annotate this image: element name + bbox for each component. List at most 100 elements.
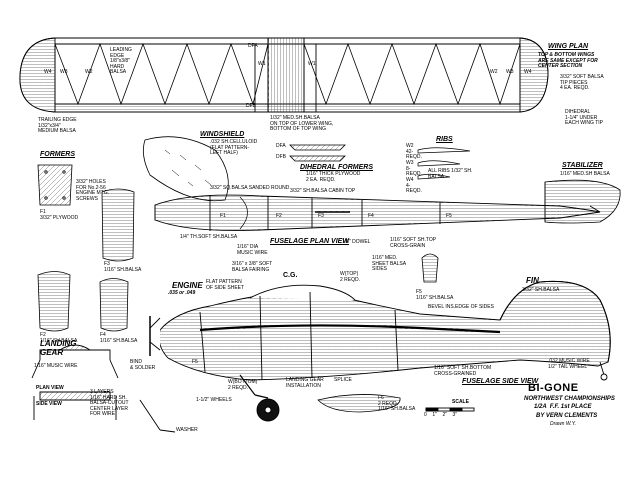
label-dfb-bottom: DFB bbox=[246, 103, 256, 109]
label-bevel: BEVEL INS.EDGE OF SIDES bbox=[428, 304, 494, 310]
label-med-sheet-sides: 1/16" MED. SHEET BALSA SIDES bbox=[372, 255, 407, 272]
label-tip-pieces: 3/32" SOFT BALSA TIP PIECES 4 EA. REQD. bbox=[560, 74, 604, 91]
label-soft-bottom: 1/16" SOFT SH.BOTTOM CROSS-GRAINED bbox=[434, 365, 492, 377]
heading-ribs: RIBS bbox=[436, 136, 453, 143]
heading-formers: FORMERS bbox=[40, 151, 75, 158]
title-drawn: Drawn W.Y. bbox=[550, 421, 577, 427]
rib-w4 bbox=[417, 173, 451, 180]
wing-plan bbox=[19, 37, 549, 113]
rib-w1-right: W1 bbox=[308, 61, 316, 67]
former-f1 bbox=[37, 164, 73, 206]
label-dfa: DFA bbox=[276, 143, 286, 149]
label-f2: F2 1/16" SH.BALSA bbox=[40, 332, 78, 344]
label-dowel: 1/8" DOWEL bbox=[342, 239, 371, 245]
label-fairing: 3/16" x 3/8" SOFT BALSA FAIRING bbox=[232, 261, 273, 273]
rib-w2 bbox=[417, 147, 471, 154]
rib-w4-right: W4 bbox=[524, 69, 532, 75]
fuselage-side-view bbox=[149, 280, 611, 422]
label-lg-music-wire: 1/16" MUSIC WIRE bbox=[34, 363, 78, 369]
label-lg-install: LANDING GEAR INSTALLATION bbox=[286, 377, 324, 389]
former-patterns bbox=[37, 164, 135, 332]
rib-w3-right: W3 bbox=[506, 69, 514, 75]
label-ribs-w4: W4 4- REQD. bbox=[406, 177, 422, 194]
plan-f2: F2 bbox=[276, 213, 282, 219]
wing-note: TOP & BOTTOM WINGS ARE SAME EXCEPT FOR C… bbox=[538, 52, 598, 69]
engine-mount-pattern bbox=[421, 253, 439, 283]
wing-tip-left bbox=[19, 37, 56, 113]
label-f6: F6 2 REQD. 1/16" SH.BALSA bbox=[378, 395, 416, 412]
label-dihedral: DIHEDRAL 1-1/4" UNDER EACH WING TIP bbox=[565, 109, 603, 126]
label-holes-note: 3/32" HOLES FOR No.2-56 ENGINE MTG. SCRE… bbox=[76, 179, 110, 202]
rib-patterns bbox=[417, 147, 471, 180]
label-f6-side: F5 bbox=[192, 359, 198, 365]
plan-f3: F3 bbox=[318, 213, 324, 219]
label-w-bottom: W(BOTTOM) 2 REQD. bbox=[228, 379, 258, 391]
former-f3 bbox=[101, 188, 135, 262]
label-f5: F5 1/16" SH.BALSA bbox=[416, 289, 454, 301]
rib-w3-left: W3 bbox=[60, 69, 68, 75]
former-f2 bbox=[37, 271, 71, 332]
title-author: BY VERN CLEMENTS bbox=[536, 413, 598, 419]
label-music-wire-032: .032 MUSIC WIRE 1/2" TAIL WHEEL bbox=[548, 358, 590, 370]
label-leading-edge: LEADING EDGE 1/8"x3/8" HARD BALSA bbox=[110, 47, 132, 75]
label-fin-note: 3/32" SH.BALSA bbox=[522, 287, 560, 293]
label-sq-balsa: 3/32" SQ.BALSA SANDED ROUND bbox=[210, 185, 290, 191]
ribs-right bbox=[303, 42, 521, 106]
label-f1: F1 3/32" PLYWOOD bbox=[40, 209, 79, 221]
rib-w1-left: W1 bbox=[258, 61, 266, 67]
scale-ticks: 0 1" 2" 3" bbox=[424, 412, 458, 418]
title-name: BI-GONE bbox=[528, 382, 579, 394]
title-line2: 1/2A F.F. 1st PLACE bbox=[534, 404, 592, 410]
engine-size: .035 or .049 bbox=[168, 290, 196, 296]
label-ribs-w3: W3 8- REQD. bbox=[406, 160, 422, 177]
heading-wing-plan: WING PLAN bbox=[548, 43, 589, 50]
label-music-wire-dia: 1/16" DIA MUSIC WIRE bbox=[237, 244, 268, 256]
label-washer: WASHER bbox=[176, 427, 198, 433]
label-dfa-top: DFA bbox=[248, 43, 258, 49]
rib-w2-left: W2 bbox=[85, 69, 93, 75]
label-ribs-w2: W2 42- REQD. bbox=[406, 143, 422, 160]
heading-stabilizer: STABILIZER bbox=[562, 162, 603, 169]
label-soft-sheet: 1/4" TH.SOFT SH.BALSA bbox=[180, 234, 238, 240]
plan-f4: F4 bbox=[368, 213, 374, 219]
dihedral-formers bbox=[289, 144, 346, 162]
wing-tip-right bbox=[519, 37, 549, 113]
heading-windshield: WINDSHIELD bbox=[200, 131, 245, 138]
label-f4: F4 1/16" SH.BALSA bbox=[100, 332, 138, 344]
landing-gear-detail bbox=[31, 344, 176, 433]
label-wheels: 1-1/2" WHEELS bbox=[196, 397, 232, 403]
fuselage-plan-view bbox=[154, 194, 601, 232]
rib-w3 bbox=[417, 160, 461, 167]
label-side-view: SIDE VIEW bbox=[36, 401, 62, 407]
label-dihedral-note: 1/16" THICK PLYWOOD 2 EA. REQD. bbox=[306, 171, 361, 183]
rib-w2-right: W2 bbox=[490, 69, 498, 75]
heading-fuselage-plan: FUSELAGE PLAN VIEW bbox=[270, 238, 349, 245]
label-cg: C.G. bbox=[283, 272, 298, 279]
title-subtitle: NORTHWEST CHAMPIONSHIPS bbox=[524, 396, 615, 402]
label-splice: SPLICE bbox=[334, 377, 352, 383]
plan-f1: F1 bbox=[220, 213, 226, 219]
label-dfb: DFB bbox=[276, 154, 286, 160]
rib-w4-left: W4 bbox=[44, 69, 52, 75]
label-f3: F3 1/16" SH.BALSA bbox=[104, 261, 142, 273]
label-plan-view: PLAN VIEW bbox=[36, 385, 64, 391]
plan-f5: F5 bbox=[446, 213, 452, 219]
label-flat-pattern: FLAT PATTERN OF SIDE SHEET bbox=[206, 279, 245, 291]
heading-fuselage-side: FUSELAGE SIDE VIEW bbox=[462, 378, 539, 385]
label-stab-note: 1/16" MED.SH BALSA bbox=[560, 171, 610, 177]
tail-wheel bbox=[600, 373, 608, 381]
heading-dihedral-formers: DIHEDRAL FORMERS bbox=[300, 164, 373, 171]
label-soft-top: 1/16" SOFT SH.TOP CROSS-GRAIN bbox=[390, 237, 437, 249]
former-f6 bbox=[317, 394, 401, 413]
heading-engine: ENGINE bbox=[172, 281, 203, 290]
label-center-balsa: 1/32" MED.SH.BALSA ON TOP OF LOWER WING,… bbox=[270, 115, 334, 132]
label-windshield-note: .032 SH.CELLULOID (FLAT PATTERN- LEFT HA… bbox=[210, 139, 258, 156]
scale-label: SCALE bbox=[452, 399, 469, 405]
ribs-left bbox=[54, 42, 269, 106]
label-trailing-edge: TRAILING EDGE 1/32"x3/4" MEDIUM BALSA bbox=[38, 117, 77, 134]
wing-center-section bbox=[267, 37, 305, 113]
heading-fin: FIN bbox=[526, 276, 539, 285]
label-bind-solder: BIND & SOLDER bbox=[130, 359, 156, 371]
